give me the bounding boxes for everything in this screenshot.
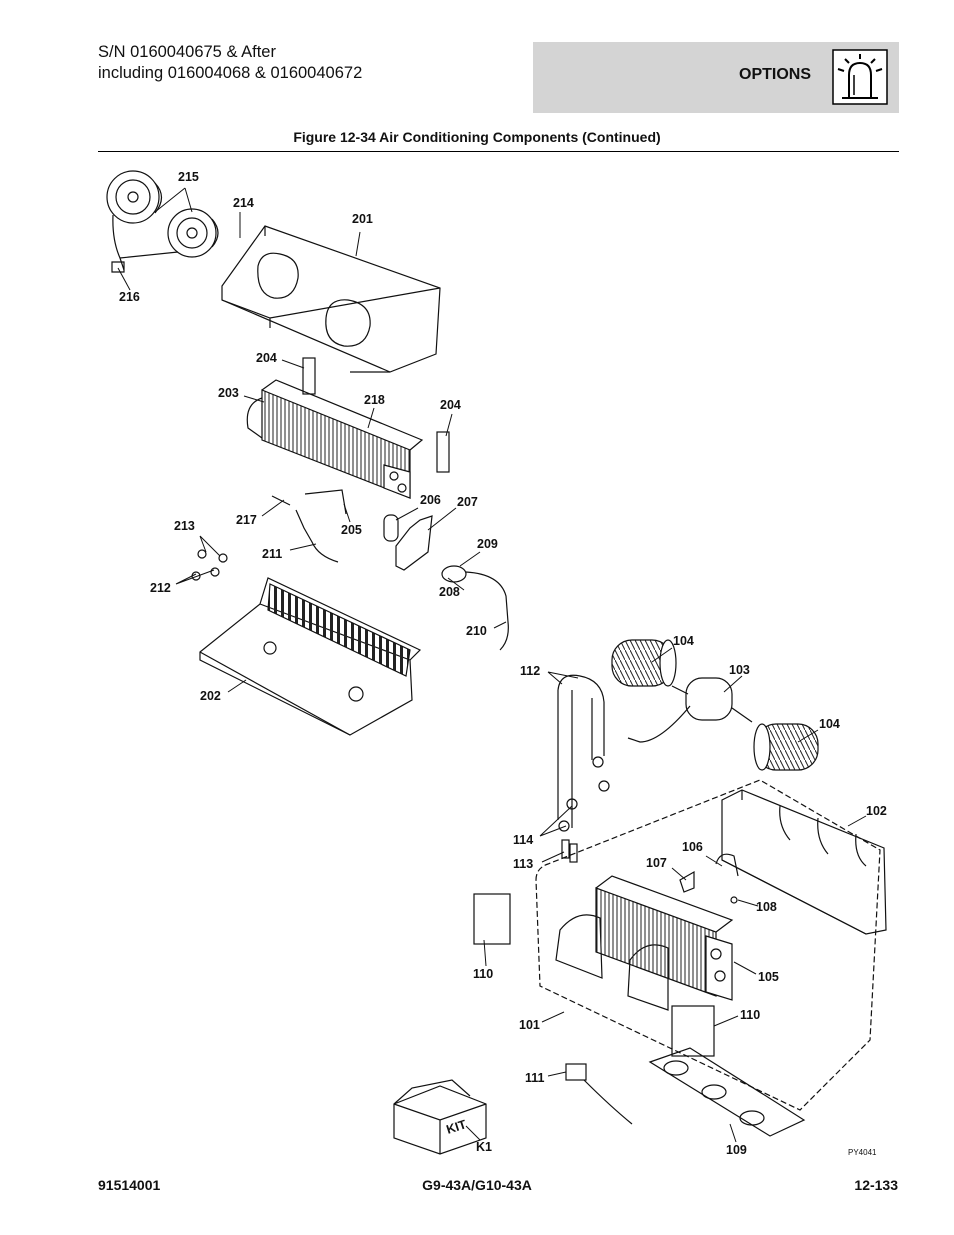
callout-204b: 204 xyxy=(440,398,461,412)
sensor-bracket xyxy=(679,870,695,893)
callout-105: 105 xyxy=(758,970,779,984)
evaporator-coil xyxy=(595,875,734,1001)
callout-109: 109 xyxy=(726,1143,747,1157)
callout-205: 205 xyxy=(341,523,362,537)
condenser-coil xyxy=(261,379,424,499)
callout-213: 213 xyxy=(174,519,195,533)
callout-102: 102 xyxy=(866,804,887,818)
callout-218: 218 xyxy=(364,393,385,407)
figure-title: Figure 12-34 Air Conditioning Components… xyxy=(293,129,661,145)
callout-214: 214 xyxy=(233,196,254,210)
callout-209: 209 xyxy=(477,537,498,551)
serial-number-block: S/N 0160040675 & After including 0160040… xyxy=(98,42,362,84)
footer-part-number: 91514001 xyxy=(98,1177,161,1193)
callout-104b: 104 xyxy=(819,717,840,731)
callout-104: 104 xyxy=(673,634,694,648)
callout-leaders xyxy=(117,187,867,1143)
callout-110: 110 xyxy=(473,967,493,981)
callout-212: 212 xyxy=(150,581,171,595)
harness-connector xyxy=(111,261,125,273)
callout-216: 216 xyxy=(119,290,140,304)
blower-motor xyxy=(627,677,753,743)
callout-201: 201 xyxy=(352,212,373,226)
hose-clamps-fittings xyxy=(558,756,610,863)
condenser-fan-right xyxy=(167,208,219,258)
callout-k1: K1 xyxy=(476,1140,492,1154)
callout-210: 210 xyxy=(466,624,487,638)
blower-housing xyxy=(721,789,887,935)
valve-nut xyxy=(730,896,738,904)
receiver-drier xyxy=(383,514,399,542)
footer-page-number: 12-133 xyxy=(854,1177,898,1193)
footer-model: G9-43A/G10-43A xyxy=(422,1177,532,1193)
section-tab: OPTIONS xyxy=(533,42,899,113)
callout-215: 215 xyxy=(178,170,199,184)
drier-bracket xyxy=(395,515,433,571)
side-bracket-left xyxy=(473,893,511,945)
condenser-tube-203 xyxy=(246,397,263,439)
thermostat-switch xyxy=(565,1063,633,1125)
header-rule xyxy=(98,151,899,152)
mounting-bracket-left xyxy=(302,357,316,395)
section-title: OPTIONS xyxy=(739,66,812,83)
callout-111: 111 xyxy=(525,1071,545,1085)
fan-wire-harness xyxy=(112,214,179,271)
beacon-light-icon xyxy=(832,49,888,105)
condenser-tray xyxy=(199,577,422,736)
callout-204: 204 xyxy=(256,351,277,365)
callout-208: 208 xyxy=(439,585,460,599)
condenser-fan-left xyxy=(106,170,163,224)
drain-pan xyxy=(648,1047,806,1137)
heater-hose-u xyxy=(557,674,605,828)
hose-clamp xyxy=(441,565,467,583)
mounting-bracket-right xyxy=(436,431,450,473)
kit-box-label: KIT xyxy=(445,1117,469,1137)
blower-wheel-lower xyxy=(753,723,819,771)
kit-box xyxy=(393,1079,487,1155)
refrigerant-line-210 xyxy=(465,571,509,651)
callout-107: 107 xyxy=(646,856,667,870)
callout-101: 101 xyxy=(519,1018,540,1032)
callout-113: 113 xyxy=(513,857,533,871)
callout-206: 206 xyxy=(420,493,441,507)
drawing-reference: PY4041 xyxy=(848,1148,877,1157)
callout-110b: 110 xyxy=(740,1008,760,1022)
expansion-valve xyxy=(715,853,739,877)
callout-108: 108 xyxy=(756,900,777,914)
callout-202: 202 xyxy=(200,689,221,703)
side-bracket-right xyxy=(671,1005,715,1057)
callout-217: 217 xyxy=(236,513,257,527)
callout-114: 114 xyxy=(513,833,533,847)
refrigerant-line-217 xyxy=(271,495,339,563)
callout-labels: 215 214 201 216 204 203 218 204 206 207 … xyxy=(119,170,887,1157)
valve-fittings xyxy=(191,549,228,581)
serial-line-2: including 016004068 & 0160040672 xyxy=(98,64,363,82)
callout-203: 203 xyxy=(218,386,239,400)
condenser-cover xyxy=(221,225,441,373)
callout-106: 106 xyxy=(682,840,703,854)
callout-112: 112 xyxy=(520,664,540,678)
serial-line-1: S/N 0160040675 & After xyxy=(98,43,276,61)
blower-wheel-upper xyxy=(611,639,677,687)
callout-207: 207 xyxy=(457,495,478,509)
callout-103: 103 xyxy=(729,663,750,677)
refrigerant-line-205 xyxy=(304,489,347,515)
callout-211: 211 xyxy=(262,547,282,561)
